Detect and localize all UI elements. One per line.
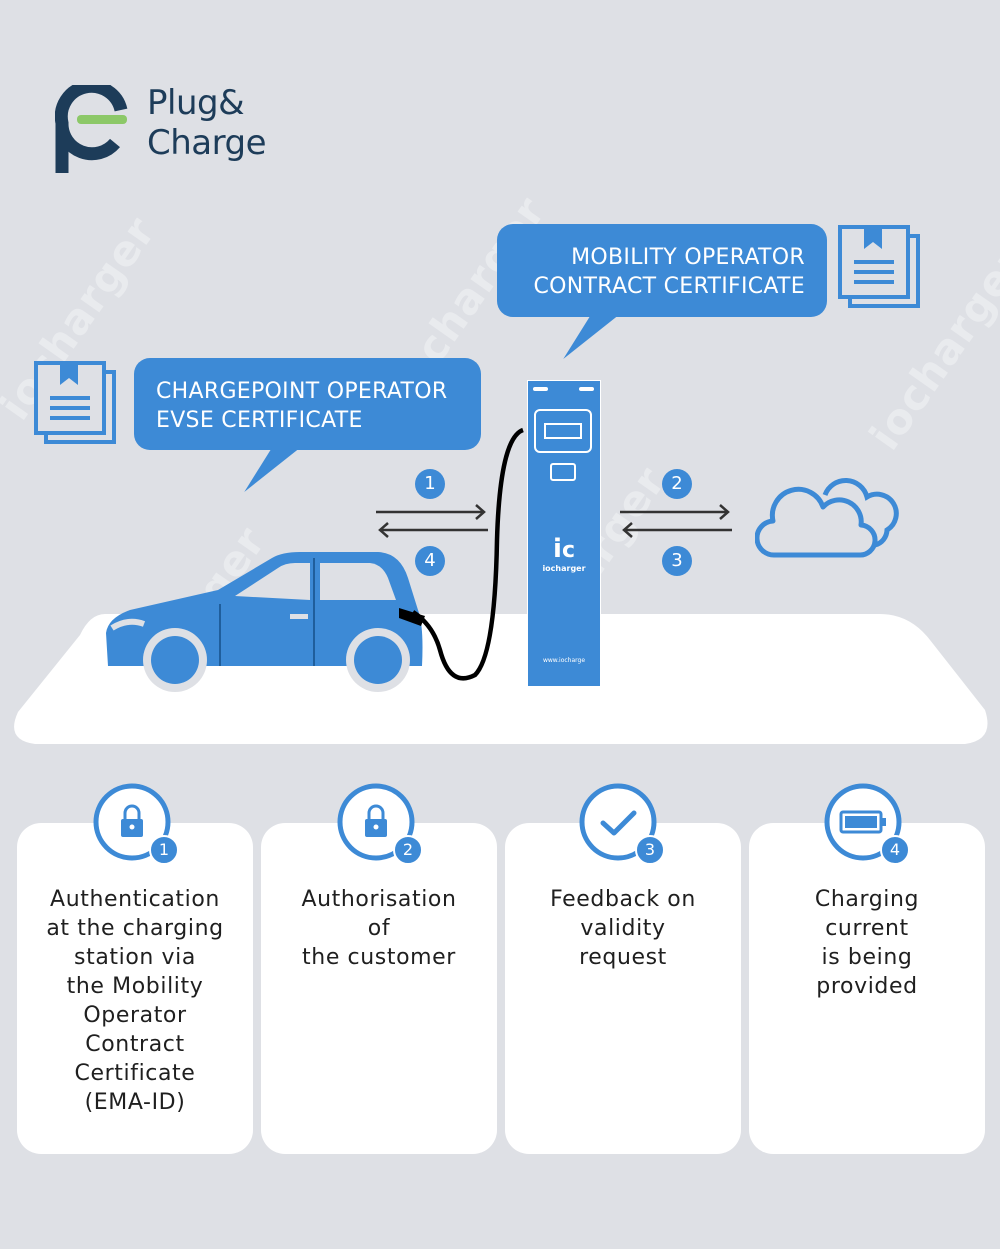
step-card-1: Authentication at the charging station v… [17, 823, 253, 1154]
step-4-badge: 4 [415, 546, 445, 576]
step-card-3-text: Feedback on validity request [550, 887, 696, 970]
card-4-number: 4 [880, 835, 910, 865]
cloud-icon [755, 477, 899, 558]
plug-charge-logo-icon [55, 85, 128, 173]
card-4-icon: 4 [822, 781, 912, 871]
charger-brand-logo: ic iocharger [528, 536, 600, 573]
step-card-2: Authorisation of the customer [261, 823, 497, 1154]
cpo-certificate-bubble: CHARGEPOINT OPERATOR EVSE CERTIFICATE [134, 358, 481, 492]
logo-text-charge: Charge [147, 123, 267, 163]
logo-text-plug: Plug& [147, 83, 245, 123]
charger-screen [534, 409, 592, 453]
mo-bubble-line2: CONTRACT CERTIFICATE [533, 274, 805, 299]
document-stack-icon [838, 225, 920, 308]
charging-station: ic iocharger www.iocharge [527, 380, 601, 687]
step-1-badge: 1 [415, 469, 445, 499]
step-card-4-text: Charging current is being provided [814, 887, 920, 999]
electric-car [106, 552, 423, 692]
card-3-number: 3 [635, 835, 665, 865]
rfid-reader-icon [550, 463, 576, 481]
arrows-charger-cloud [620, 504, 732, 538]
lock-icon [337, 783, 415, 861]
cpo-bubble-line2: EVSE CERTIFICATE [156, 408, 363, 433]
mo-certificate-bubble: MOBILITY OPERATOR CONTRACT CERTIFICATE [497, 224, 827, 359]
mo-bubble-line1: MOBILITY OPERATOR [571, 245, 805, 270]
step-card-3: Feedback on validity request [505, 823, 741, 1154]
lock-icon [93, 783, 171, 861]
arrows-car-charger [376, 504, 488, 538]
card-2-icon: 2 [335, 781, 425, 871]
step-card-2-text: Authorisation of the customer [301, 887, 457, 970]
charging-cable [399, 427, 525, 681]
step-2-badge: 2 [662, 469, 692, 499]
card-1-icon: 1 [91, 781, 181, 871]
charger-url-text: www.iocharge [542, 657, 586, 664]
charger-brand-text: iocharger [542, 564, 586, 573]
battery-icon [824, 783, 902, 861]
plug-and-charge-logo: Plug& Charge [55, 83, 275, 175]
card-3-icon: 3 [577, 781, 667, 871]
document-stack-icon [34, 361, 116, 444]
step-card-4: Charging current is being provided [749, 823, 985, 1154]
card-1-number: 1 [149, 835, 179, 865]
cpo-bubble-line1: CHARGEPOINT OPERATOR [156, 379, 448, 404]
checkmark-icon [579, 783, 657, 861]
card-2-number: 2 [393, 835, 423, 865]
step-3-badge: 3 [662, 546, 692, 576]
step-card-1-text: Authentication at the charging station v… [46, 887, 224, 1115]
